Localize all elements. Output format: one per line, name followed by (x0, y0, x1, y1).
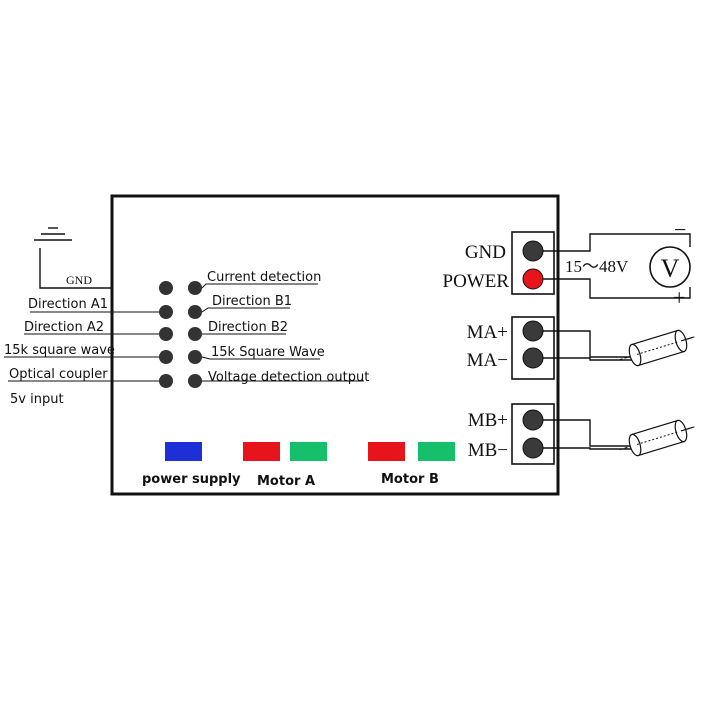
pin-direction-b2 (188, 327, 202, 341)
motor-a-led-green (290, 442, 327, 461)
pin-direction-a2 (159, 327, 173, 341)
label-current-detection: Current detection (207, 270, 321, 285)
supply-plus-label: + (673, 285, 685, 310)
terminal-power (522, 268, 544, 290)
terminal-gnd-label: GND (465, 242, 506, 263)
label-voltage-detection: Voltage detection output (208, 370, 369, 385)
label-power-supply: power supply (142, 472, 241, 487)
right-signal-lines (201, 283, 364, 382)
pin-voltage-detection (188, 374, 202, 388)
pin-current-detection (188, 281, 202, 295)
terminal-mb-minus-label: MB− (468, 440, 508, 461)
pin-gnd (159, 281, 173, 295)
motor-b-led-green (418, 442, 455, 461)
label-5v-input: 5v input (10, 392, 64, 407)
motor-b-icon (619, 419, 697, 457)
supply-wiring (543, 233, 691, 299)
motor-a-icon (619, 329, 697, 367)
terminal-mb-plus (522, 409, 544, 431)
label-square-wave-right: 15k Square Wave (211, 345, 325, 360)
label-square-wave-left: 15k square wave (4, 343, 115, 358)
label-motor-a: Motor A (257, 474, 315, 489)
pin-header (159, 281, 202, 388)
terminal-ma-minus-label: MA− (467, 350, 508, 371)
motor-b-led-red (368, 442, 405, 461)
terminal-mb-plus-label: MB+ (468, 410, 508, 431)
motor-b-wiring (543, 419, 634, 450)
pin-direction-a1 (159, 305, 173, 319)
power-led-blue (165, 442, 202, 461)
ground-label: GND (66, 273, 92, 287)
terminal-gnd (522, 240, 544, 262)
label-optical-coupler: Optical coupler (9, 367, 108, 382)
voltmeter-symbol: V (661, 254, 680, 283)
terminal-mb-minus (522, 437, 544, 459)
label-direction-b1: Direction B1 (212, 294, 292, 309)
pin-square-wave-b (188, 350, 202, 364)
motor-a-wiring (543, 330, 634, 361)
supply-minus-label: − (674, 217, 686, 242)
voltage-range-label: 15～48V (565, 257, 629, 276)
pin-direction-b1 (188, 305, 202, 319)
terminal-ma-plus (522, 320, 544, 342)
pin-optical-coupler (159, 374, 173, 388)
motor-a-led-red (243, 442, 280, 461)
terminal-ma-plus-label: MA+ (467, 322, 508, 343)
pin-square-wave-a (159, 350, 173, 364)
label-direction-a1: Direction A1 (28, 297, 108, 312)
label-direction-b2: Direction B2 (208, 320, 288, 335)
terminal-ma-minus (522, 347, 544, 369)
label-direction-a2: Direction A2 (24, 320, 104, 335)
terminal-power-label: POWER (443, 271, 510, 292)
left-signal-lines (4, 311, 162, 382)
voltmeter (649, 246, 691, 288)
label-motor-b: Motor B (381, 472, 439, 487)
